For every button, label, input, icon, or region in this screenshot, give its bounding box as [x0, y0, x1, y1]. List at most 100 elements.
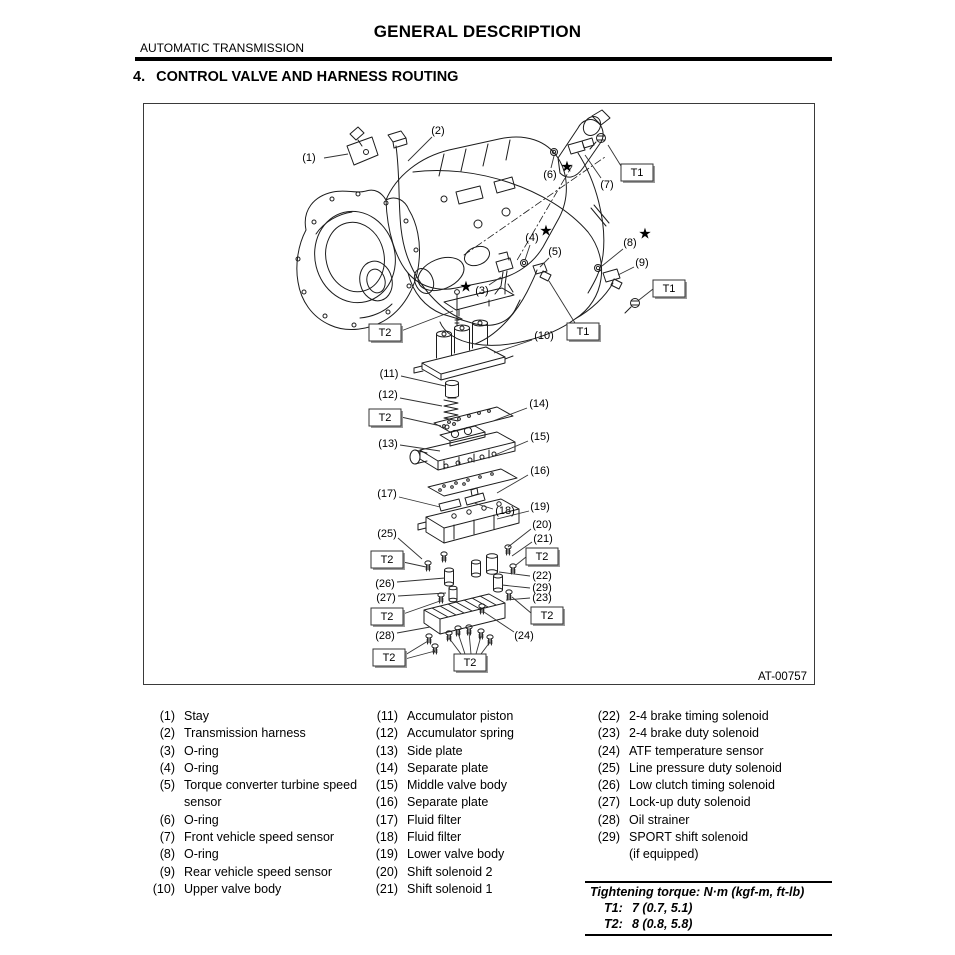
part-item: (13) Side plate	[362, 743, 590, 760]
part-item: (25) Line pressure duty solenoid	[584, 760, 820, 777]
part-number: (13)	[375, 743, 398, 758]
part-number: (28)	[597, 812, 620, 827]
section-number: 4.	[133, 69, 146, 85]
part-item: (28)Oil strainer	[584, 812, 820, 829]
part-number: (7)	[159, 830, 175, 845]
part-name: 2-4 brake timing solenoid	[629, 709, 769, 723]
figure-diagram: (1)(2)(3)★(4)★(5)(6)★(7)(8)★(9)(10)(11)(…	[295, 109, 807, 683]
callout-leader	[511, 541, 533, 557]
callout-leader	[404, 650, 436, 660]
part-item: (6)O-ring	[143, 812, 371, 829]
header-rule	[135, 57, 832, 61]
part-item: (8)O-ring	[143, 846, 371, 863]
callout-label: (5)	[548, 246, 561, 258]
callout-leader	[483, 611, 515, 633]
callout-leader	[511, 596, 532, 614]
part-item: (29)SPORT shift solenoid(if equipped)	[584, 829, 820, 864]
part-number: (19)	[375, 847, 398, 862]
callout-label: (3)	[475, 285, 488, 297]
callout-leader	[407, 136, 433, 162]
part-name: O-ring	[184, 743, 219, 758]
torque-ref-label: T1	[631, 167, 644, 179]
torque-ref-label: T2	[541, 610, 554, 622]
callout-leader	[398, 496, 441, 508]
callout-label: (17)	[377, 488, 397, 500]
part-item: (16)Separate plate	[362, 794, 590, 811]
torque-ref-label: T1	[577, 326, 590, 338]
callout-leader	[404, 640, 429, 656]
part-item: (1)Stay	[143, 708, 371, 725]
callout-label: (21)	[533, 533, 553, 545]
parts-list-column-2: (11)Accumulator piston(12)Accumulator sp…	[362, 708, 590, 898]
callout-leader	[496, 510, 530, 520]
torque-ref-box	[372, 648, 406, 667]
part-name: Lower valve body	[407, 847, 505, 862]
part-item: (3)O-ring	[143, 743, 371, 760]
torque-ref-box	[453, 653, 487, 672]
callout-leader	[399, 397, 443, 407]
callout-leader	[550, 155, 555, 169]
part-name: 2-4 brake duty solenoid	[629, 726, 759, 741]
part-name: O-ring	[184, 812, 219, 827]
part-item: (12) Accumulator spring	[362, 725, 590, 742]
callout-label: (15)	[530, 431, 550, 443]
part-item: (20)Shift solenoid 2	[362, 864, 590, 881]
part-name: Accumulator spring	[407, 726, 514, 741]
callout-leader	[524, 244, 531, 261]
torque-ref-label: T1	[663, 283, 676, 295]
callout-leader	[607, 144, 622, 167]
callout-label: (4)	[525, 232, 538, 244]
torque-ref-label: T2	[379, 412, 392, 424]
callout-leader	[494, 440, 529, 456]
callout-leader	[492, 407, 528, 422]
callout-leader	[397, 537, 423, 560]
part-item: (5)Torque converter turbine speed sensor	[143, 777, 371, 812]
callout-label: (28)	[375, 630, 395, 642]
callout-label: (16)	[530, 465, 550, 477]
callout-leader	[457, 632, 466, 655]
part-item: (10)Upper valve body	[143, 881, 371, 898]
part-number: (12)	[375, 726, 398, 741]
part-number: (25)	[597, 760, 620, 775]
part-name: Fluid filter	[407, 830, 462, 845]
callout-leader	[501, 584, 531, 589]
callout-leader	[402, 561, 427, 568]
torque-ref-box	[652, 279, 686, 298]
part-name: Line pressure duty solenoid	[629, 760, 782, 775]
callout-leader	[397, 592, 447, 597]
part-number: (17)	[375, 812, 398, 827]
torque-ref-label: T2	[381, 554, 394, 566]
callout-leader	[396, 577, 446, 583]
torque-ref-box	[566, 322, 600, 341]
part-number: (4)	[159, 760, 175, 775]
star-marker: ★	[560, 159, 573, 176]
part-name: Shift solenoid 1	[407, 881, 493, 896]
callout-leader	[488, 276, 502, 286]
callout-label: (12)	[378, 389, 398, 401]
part-number: (11)	[376, 709, 398, 723]
part-number: (21)	[375, 881, 398, 896]
part-name: O-ring	[184, 760, 219, 775]
callout-label: (20)	[532, 519, 552, 531]
callout-label: (19)	[530, 501, 550, 513]
part-name: Side plate	[407, 743, 463, 758]
torque-ref-box	[620, 163, 654, 182]
part-item: (22)2-4 brake timing solenoid	[584, 708, 820, 725]
torque-ref-box	[525, 547, 559, 566]
part-number: (9)	[159, 864, 175, 879]
callout-leader	[496, 474, 529, 494]
figure-frame: (1)(2)(3)★(4)★(5)(6)★(7)(8)★(9)(10)(11)(…	[143, 103, 815, 685]
part-item: (2)Transmission harness	[143, 725, 371, 742]
callout-label: (24)	[514, 630, 534, 642]
torque-ref-box	[370, 550, 404, 569]
torque-ref-box	[530, 606, 564, 625]
part-number: (5)	[159, 778, 175, 793]
star-marker: ★	[539, 223, 552, 240]
part-number: (24)	[597, 743, 620, 758]
callout-label: (22)	[532, 570, 552, 582]
callout-leader	[468, 631, 472, 655]
part-number: (10)	[152, 881, 175, 896]
part-item: (9)Rear vehicle speed sensor	[143, 864, 371, 881]
callout-label: (11)	[380, 368, 399, 380]
